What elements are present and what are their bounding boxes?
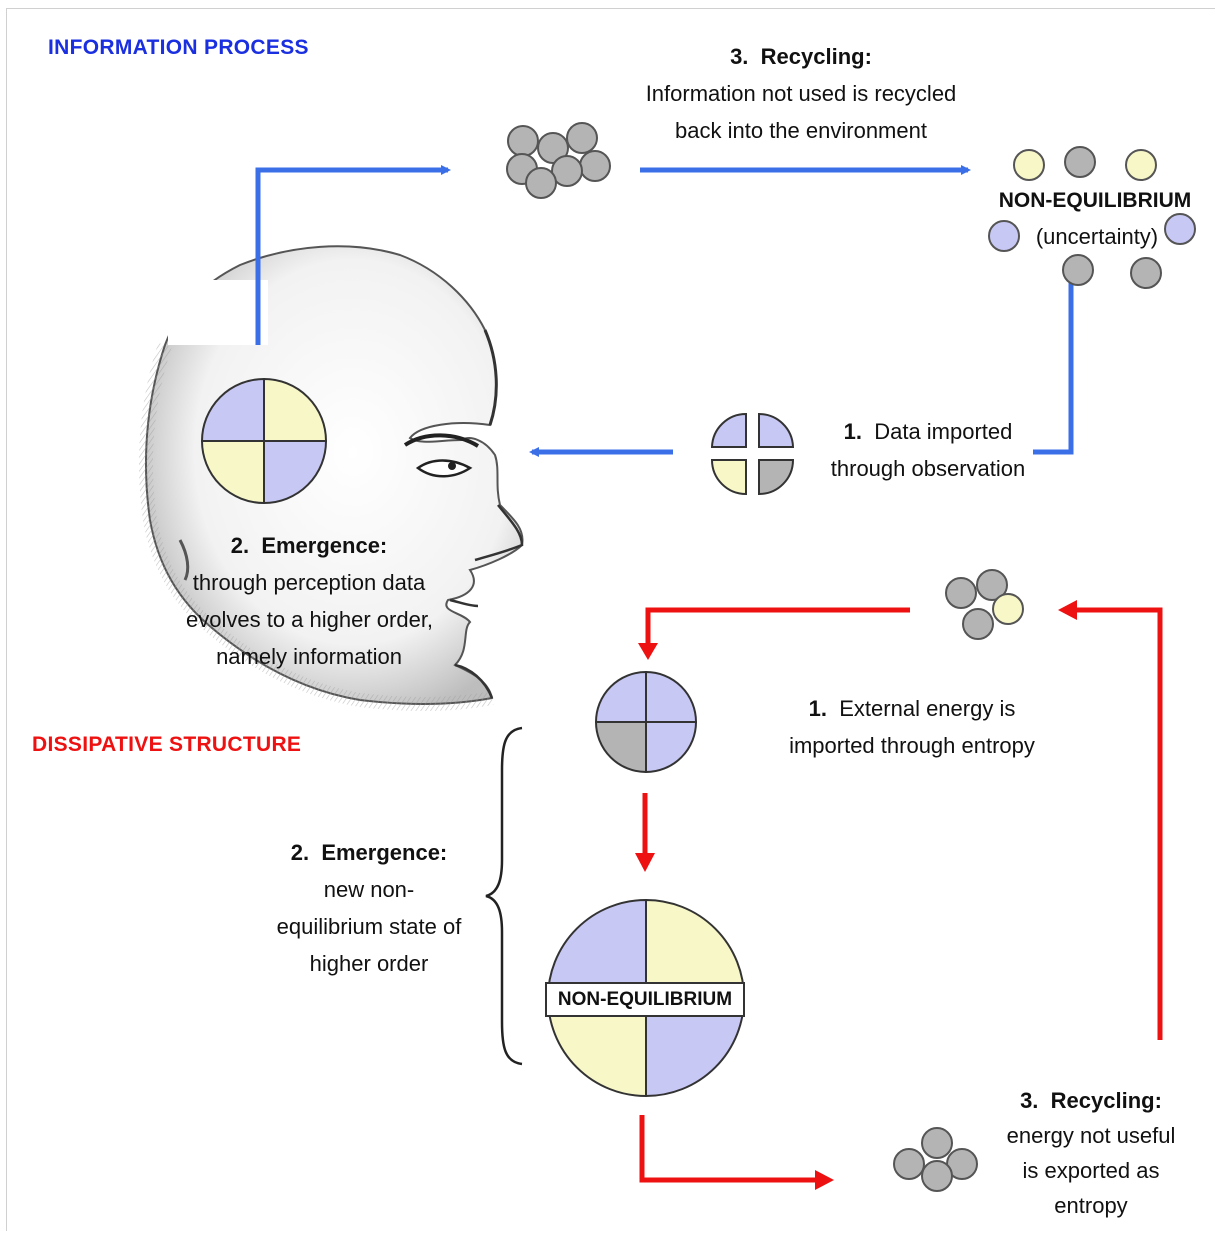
entropy-import-particles <box>945 569 1024 640</box>
eye-pupil <box>448 462 456 470</box>
particle-lavender <box>988 220 1020 252</box>
non-equilibrium-label-box <box>545 982 745 1017</box>
particle <box>537 132 569 164</box>
energy-imported-line2: imported through entropy <box>789 733 1035 758</box>
particle-gray <box>1130 257 1162 289</box>
particle <box>525 167 557 199</box>
dissipative-arrows <box>635 600 1163 1190</box>
head-information-circle <box>200 377 328 505</box>
particle-cream <box>992 593 1024 625</box>
info-recycling-line2: back into the environment <box>675 118 927 143</box>
info-recycling-line1: Information not used is recycled <box>645 81 957 106</box>
non-equilibrium-circle-label: NON-EQUILIBRIUM <box>557 989 733 1010</box>
dissipative-emergence-title: Emergence: <box>321 840 448 865</box>
arrow-emergence-to-export-head <box>815 1170 834 1190</box>
non-equilibrium-title: NON-EQUILIBRIUM <box>998 189 1192 212</box>
dissipative-emergence-label: 2. Emergence: new non- equilibrium state… <box>270 834 468 982</box>
arrow-head-to-recycling <box>255 165 451 345</box>
dissipative-recycling-title: Recycling: <box>1050 1088 1162 1113</box>
figure-frame <box>6 8 1215 1231</box>
info-process-arrows <box>255 165 1074 457</box>
entropy-export-particles <box>893 1127 978 1192</box>
dissipative-recycling-line1: energy not useful <box>1006 1123 1176 1148</box>
head-shading <box>138 342 494 711</box>
arrow-emergence-to-export <box>639 1115 818 1183</box>
info-recycling-number: 3. <box>730 44 749 69</box>
non-equilibrium-circle <box>546 898 746 1098</box>
data-imported-number: 1. <box>843 419 862 444</box>
mouth <box>449 598 479 608</box>
particle <box>566 122 598 154</box>
non-equilibrium-subtitle: (uncertainty) <box>1035 224 1159 249</box>
arrow-entropy-to-circle <box>645 607 910 645</box>
particle-cream <box>1013 149 1045 181</box>
energy-imported-label: 1. External energy is imported through e… <box>786 690 1038 764</box>
head-illustration <box>138 245 524 711</box>
dissipative-recycling-line2: is exported as <box>1022 1158 1160 1183</box>
energy-imported-line1: External energy is <box>839 696 1016 721</box>
dissipative-emergence-line3: higher order <box>309 951 429 976</box>
eyebrow <box>403 433 480 448</box>
particle-gray <box>976 569 1008 601</box>
particle <box>579 150 611 182</box>
info-emergence-line2: evolves to a higher order, <box>186 607 434 632</box>
eye <box>415 459 473 478</box>
info-process-heading: INFORMATION PROCESS <box>48 36 309 59</box>
arrow-nonequilibrium-down <box>1033 280 1074 455</box>
particle <box>551 155 583 187</box>
info-emergence-title: Emergence: <box>261 533 388 558</box>
ear <box>178 539 190 581</box>
arrow-entropy-to-circle-head <box>638 643 658 660</box>
info-recycling-label: 3. Recycling: Information not used is re… <box>640 38 962 149</box>
nose <box>474 504 524 562</box>
arrow-export-loop-head <box>1058 600 1077 620</box>
emergence-brace <box>485 726 523 1066</box>
info-emergence-number: 2. <box>230 533 250 558</box>
chin <box>454 663 494 699</box>
dissipative-emergence-line2: equilibrium state of <box>276 914 462 939</box>
dissipative-recycling-line3: entropy <box>1054 1193 1128 1218</box>
particle-lavender <box>1164 213 1196 245</box>
particle <box>893 1148 925 1180</box>
recycled-information-particles <box>506 122 611 199</box>
energy-imported-number: 1. <box>808 696 828 721</box>
head-cutout <box>168 280 268 345</box>
dissipative-emergence-number: 2. <box>290 840 310 865</box>
forehead-line <box>483 329 498 426</box>
dissipative-emergence-line1: new non- <box>323 877 415 902</box>
energy-circle <box>594 670 698 774</box>
particle <box>921 1160 953 1192</box>
dissipative-heading: DISSIPATIVE STRUCTURE <box>32 733 302 756</box>
data-imported-line2: through observation <box>830 456 1026 481</box>
info-emergence-line3: namely information <box>216 644 402 669</box>
particle <box>507 125 539 157</box>
info-recycling-title: Recycling: <box>760 44 872 69</box>
info-emergence-label: 2. Emergence: through perception data ev… <box>186 527 434 675</box>
non-equilibrium-particles <box>988 146 1196 289</box>
dissipative-recycling-number: 3. <box>1020 1088 1039 1113</box>
dissipative-recycling-label: 3. Recycling: energy not useful is expor… <box>996 1083 1186 1223</box>
particle-gray <box>945 577 977 609</box>
particle <box>921 1127 953 1159</box>
data-imported-label: 1. Data imported through observation <box>828 413 1028 487</box>
data-quarters <box>710 412 795 496</box>
particle-gray <box>1062 254 1094 286</box>
particle-gray <box>962 608 994 640</box>
data-imported-line1: Data imported <box>874 419 1013 444</box>
particle-gray <box>1064 146 1096 178</box>
info-emergence-line1: through perception data <box>192 570 426 595</box>
arrow-circle-to-emergence-head <box>635 853 655 872</box>
arrow-export-loop <box>1075 607 1163 1040</box>
particle-cream <box>1125 149 1157 181</box>
